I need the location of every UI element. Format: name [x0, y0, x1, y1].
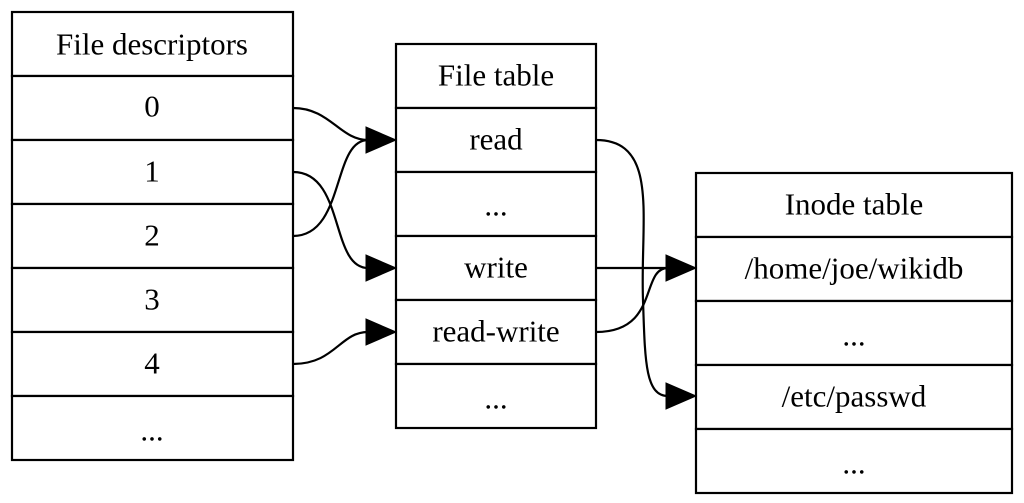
arrowhead-icon — [365, 318, 398, 346]
fd-label-1: 1 — [144, 154, 160, 189]
file-descriptors-title: File descriptors — [56, 27, 248, 62]
inode-table-header-cell — [694, 171, 1014, 239]
inode-table: Inode table /home/joe/wikidb ... /etc/pa… — [694, 171, 1014, 495]
ft-cell-ellipsis-2 — [394, 362, 598, 430]
file-table-title: File table — [438, 58, 554, 93]
inode-label-passwd: /etc/passwd — [782, 379, 927, 414]
inode-label-ellipsis-1: ... — [842, 318, 865, 353]
file-descriptors-table: File descriptors 0 1 2 3 4 ... — [10, 10, 295, 462]
ft-label-ellipsis-2: ... — [484, 381, 507, 416]
ft-label-read-write: read-write — [432, 314, 559, 349]
inode-table-title: Inode table — [785, 187, 924, 222]
fd-cell-more — [10, 394, 295, 462]
inode-cell-ellipsis-2 — [694, 427, 1014, 495]
arrowhead-icon — [665, 254, 698, 282]
arrowhead-icon — [665, 382, 698, 410]
file-table-header-cell — [394, 42, 598, 110]
edge-fd0-to-read — [292, 106, 398, 154]
edges — [292, 106, 698, 410]
fd-label-3: 3 — [144, 282, 160, 317]
ft-cell-ellipsis-1 — [394, 170, 598, 238]
file-descriptors-header-cell — [10, 10, 295, 78]
edge-fd1-to-write — [292, 170, 398, 282]
edge-fd4-to-read-write — [292, 318, 398, 366]
inode-label-wikidb: /home/joe/wikidb — [745, 251, 964, 286]
ft-cell-read-write — [394, 298, 598, 366]
fd-label-more: ... — [140, 413, 163, 448]
fd-label-0: 0 — [144, 89, 160, 124]
fd-label-2: 2 — [144, 218, 160, 253]
ft-label-read: read — [469, 122, 523, 157]
ft-label-ellipsis-1: ... — [484, 188, 507, 223]
arrowhead-icon — [365, 126, 398, 154]
fd-cell-4 — [10, 330, 295, 398]
fd-label-4: 4 — [144, 346, 160, 381]
edge-read-to-passwd — [595, 138, 698, 410]
edge-write-to-wikidb — [596, 254, 698, 282]
inode-cell-passwd — [694, 363, 1014, 431]
fd-cell-1 — [10, 138, 295, 206]
edge-read-write-to-wikidb — [595, 266, 669, 334]
file-table: File table read ... write read-write ... — [394, 42, 598, 430]
inode-cell-ellipsis-1 — [694, 299, 1014, 367]
fd-cell-0 — [10, 74, 295, 142]
edge-fd2-to-read — [292, 138, 369, 238]
arrowhead-icon — [365, 254, 398, 282]
ft-label-write: write — [464, 250, 528, 285]
inode-label-ellipsis-2: ... — [842, 446, 865, 481]
